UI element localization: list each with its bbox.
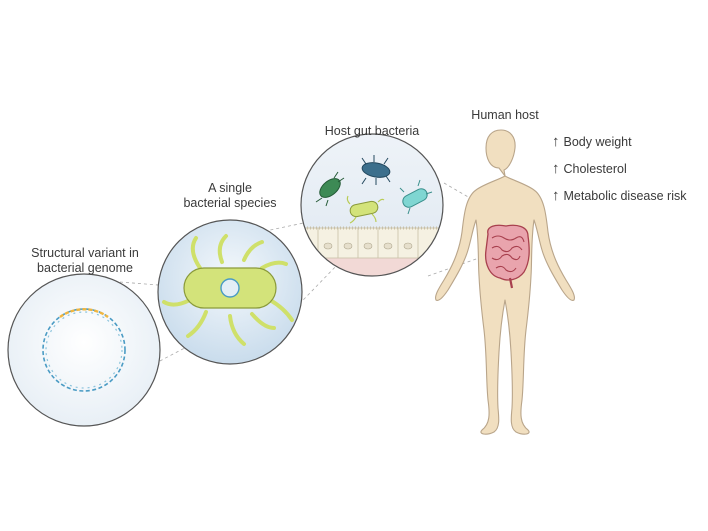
species-circle — [157, 219, 303, 365]
up-arrow-icon: ↑ — [552, 187, 560, 204]
effect-text: Metabolic disease risk — [563, 188, 687, 203]
genome-label-line2: bacterial genome — [37, 261, 133, 275]
genome-label: Structural variant in bacterial genome — [6, 246, 164, 276]
species-label-line1: A single — [208, 181, 252, 195]
effect-body-weight: ↑ Body weight — [552, 128, 702, 155]
genome-circle — [7, 273, 161, 427]
human-body — [435, 129, 575, 435]
blue-bacterium — [361, 155, 391, 185]
effect-metabolic-risk: ↑ Metabolic disease risk — [552, 182, 702, 209]
genome-label-line1: Structural variant in — [31, 246, 139, 260]
species-label-line2: bacterial species — [183, 196, 277, 210]
green-bacterium — [315, 171, 345, 207]
gut-label: Host gut bacteria — [324, 124, 420, 138]
species-label: A single bacterial species — [160, 181, 300, 211]
yellow-bacterium — [346, 195, 385, 224]
gut-circle — [300, 133, 444, 277]
structural-variant-segment — [59, 308, 109, 318]
up-arrow-icon: ↑ — [552, 160, 560, 177]
effect-text: Cholesterol — [563, 161, 627, 176]
host-label: Human host — [471, 108, 539, 122]
up-arrow-icon: ↑ — [552, 133, 560, 150]
effect-text: Body weight — [563, 134, 632, 149]
effects-list: ↑ Body weight ↑ Cholesterol ↑ Metabolic … — [552, 128, 702, 209]
teal-bacterium — [399, 179, 433, 215]
effect-cholesterol: ↑ Cholesterol — [552, 155, 702, 182]
intestines — [484, 224, 530, 289]
